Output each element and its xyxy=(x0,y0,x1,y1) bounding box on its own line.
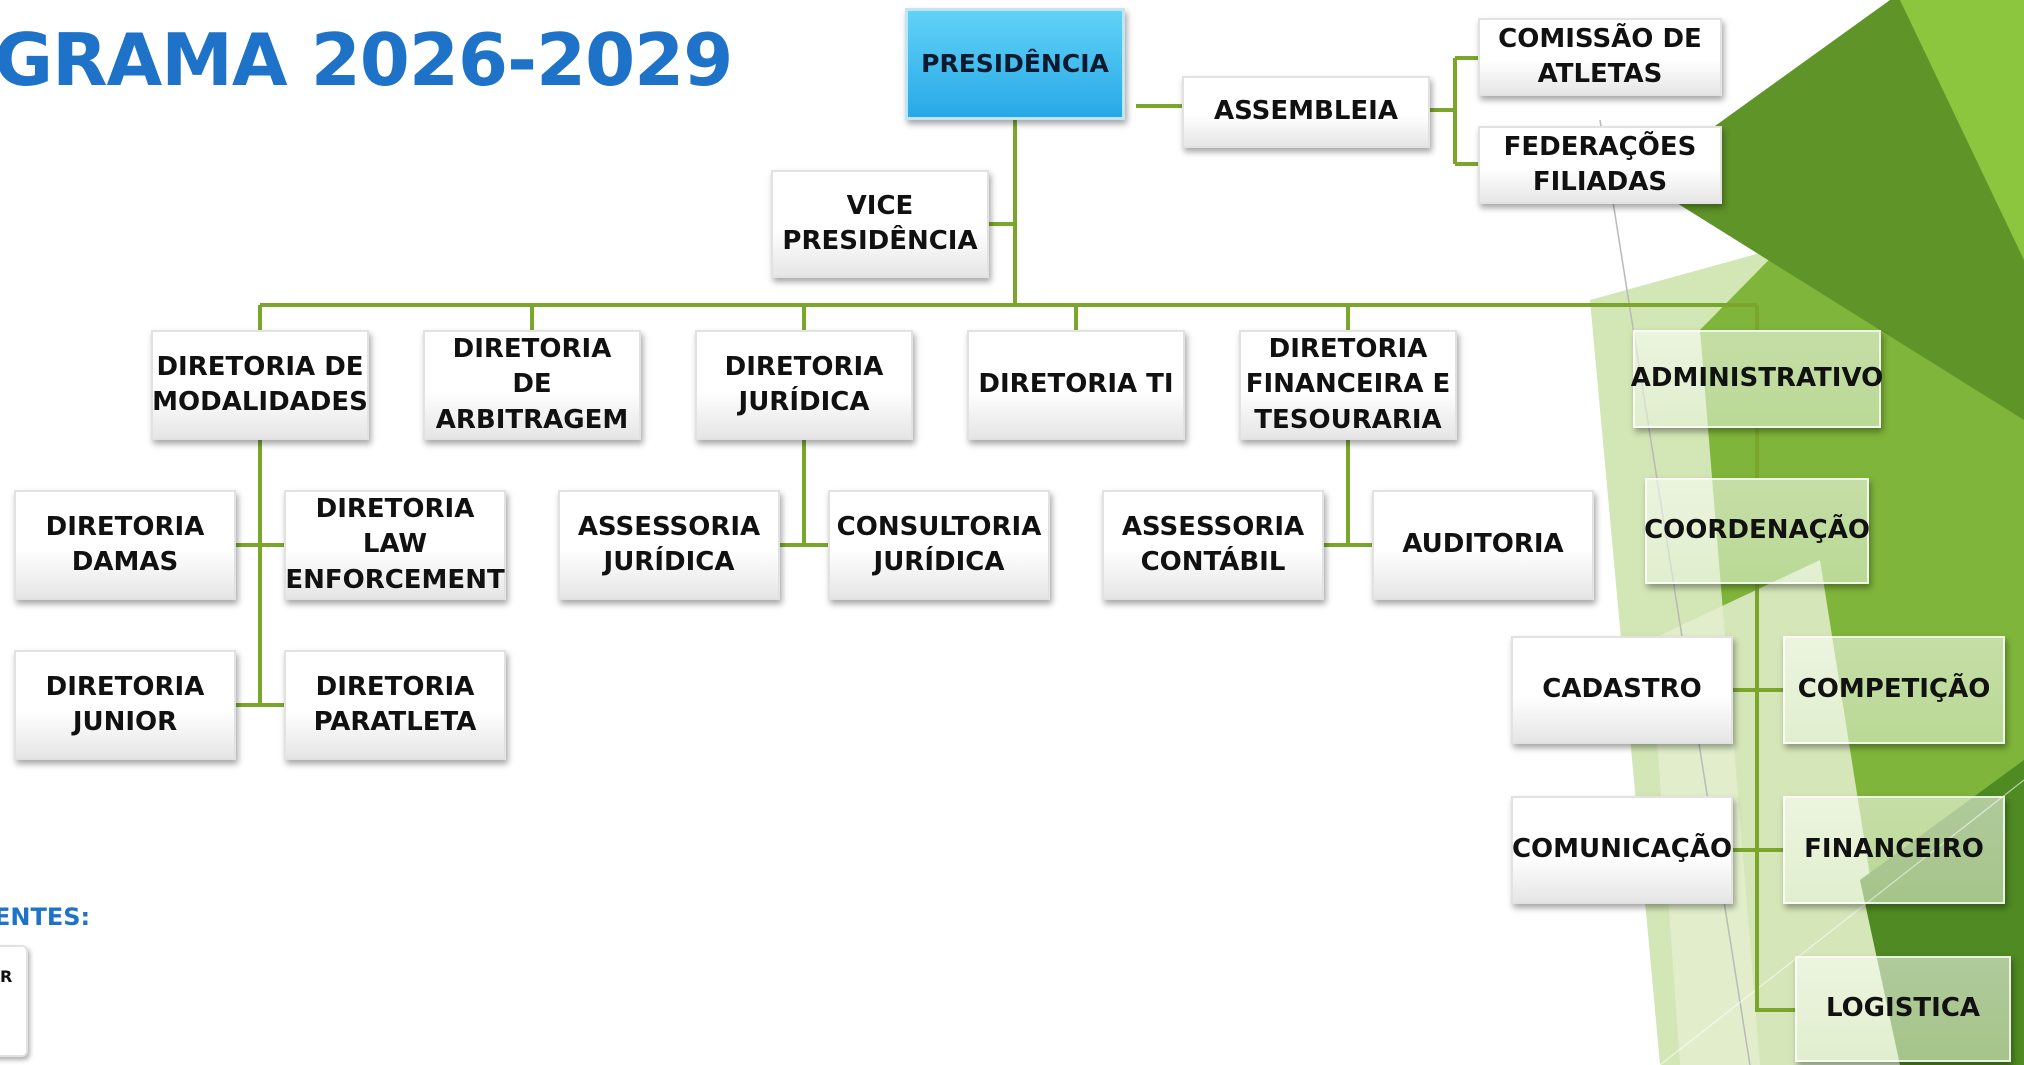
node-competicao[interactable]: COMPETIÇÃO xyxy=(1783,636,2005,744)
node-diretoria-paratleta[interactable]: DIRETORIA PARATLETA xyxy=(284,650,506,760)
node-administrativo[interactable]: ADMINISTRATIVO xyxy=(1631,330,1883,428)
node-diretoria-modalidades[interactable]: DIRETORIA DE MODALIDADES xyxy=(151,330,369,440)
deco-lime-shape xyxy=(1900,0,2024,260)
legend-box: R xyxy=(0,945,28,1057)
node-diretoria-ti[interactable]: DIRETORIA TI xyxy=(967,330,1185,440)
node-cadastro[interactable]: CADASTRO xyxy=(1511,636,1733,744)
legend-label: ENTES: xyxy=(0,903,91,931)
node-diretoria-law-enforcement[interactable]: DIRETORIA LAW ENFORCEMENT xyxy=(284,490,506,600)
node-diretoria-arbitragem[interactable]: DIRETORIA DE ARBITRAGEM xyxy=(423,330,641,440)
node-diretoria-junior[interactable]: DIRETORIA JUNIOR xyxy=(14,650,236,760)
deco-dark-green-shape xyxy=(1640,0,2024,420)
node-comissao-atletas[interactable]: COMISSÃO DE ATLETAS xyxy=(1478,18,1722,96)
node-presidencia[interactable]: PRESIDÊNCIA xyxy=(905,8,1125,120)
node-diretoria-financeira[interactable]: DIRETORIA FINANCEIRA E TESOURARIA xyxy=(1239,330,1457,440)
node-federacoes-filiadas[interactable]: FEDERAÇÕES FILIADAS xyxy=(1478,126,1722,204)
node-assessoria-contabil[interactable]: ASSESSORIA CONTÁBIL xyxy=(1102,490,1324,600)
node-assembleia[interactable]: ASSEMBLEIA xyxy=(1182,76,1430,148)
node-consultoria-juridica[interactable]: CONSULTORIA JURÍDICA xyxy=(828,490,1050,600)
page-title: GRAMA 2026-2029 xyxy=(0,18,733,102)
node-diretoria-damas[interactable]: DIRETORIA DAMAS xyxy=(14,490,236,600)
node-auditoria[interactable]: AUDITORIA xyxy=(1372,490,1594,600)
node-logistica[interactable]: LOGISTICA xyxy=(1795,956,2011,1062)
node-financeiro[interactable]: FINANCEIRO xyxy=(1783,796,2005,904)
node-assessoria-juridica[interactable]: ASSESSORIA JURÍDICA xyxy=(558,490,780,600)
node-vice-presidencia[interactable]: VICE PRESIDÊNCIA xyxy=(771,170,989,278)
node-comunicacao[interactable]: COMUNICAÇÃO xyxy=(1511,796,1733,904)
deco-thin-line xyxy=(1599,119,1751,1065)
node-coordenacao[interactable]: COORDENAÇÃO xyxy=(1644,478,1870,584)
node-diretoria-juridica[interactable]: DIRETORIA JURÍDICA xyxy=(695,330,913,440)
